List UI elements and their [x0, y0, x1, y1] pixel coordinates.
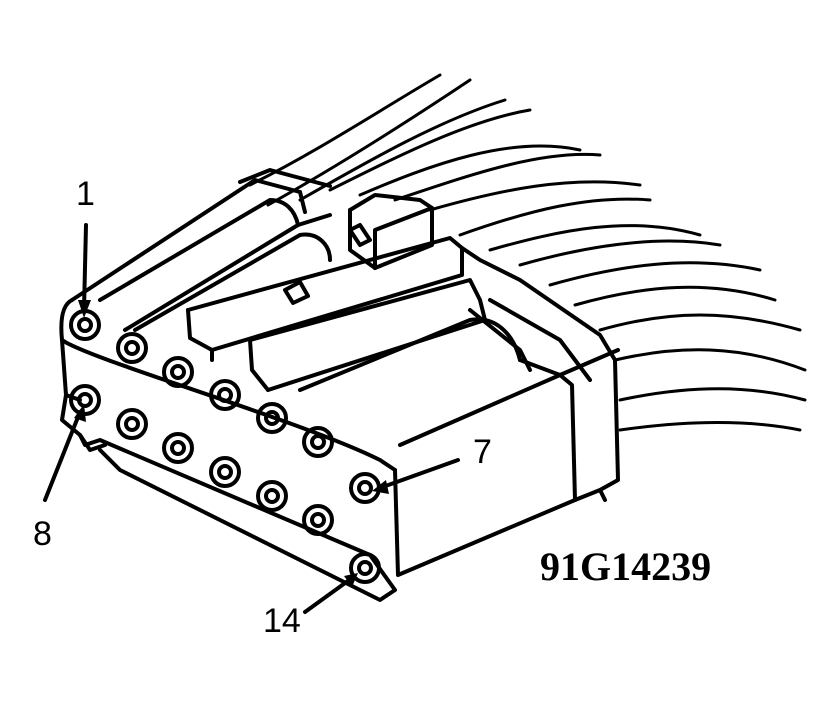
leader-pin-1 — [82, 223, 88, 312]
leader-pin-7 — [378, 458, 460, 490]
callout-label-pin-1: 1 — [76, 175, 95, 213]
callout-label-pin-8: 8 — [33, 515, 52, 553]
arrowhead-pin-1 — [78, 300, 91, 318]
cavity-row-bottom — [69, 384, 381, 584]
connector-body — [59, 168, 620, 602]
wire-bundle — [248, 73, 807, 432]
leader-pin-8 — [43, 410, 82, 502]
arrowhead-pin-7 — [372, 480, 389, 494]
arrowhead-pin-8 — [74, 404, 86, 422]
leader-pin-14 — [303, 576, 354, 614]
callout-label-pin-7: 7 — [473, 433, 492, 471]
figure-id: 91G14239 — [540, 544, 711, 589]
leader-lines — [43, 223, 460, 614]
callout-label-pin-14: 14 — [263, 602, 301, 640]
arrowhead-pin-14 — [344, 573, 358, 587]
cavity-row-top — [69, 309, 381, 504]
